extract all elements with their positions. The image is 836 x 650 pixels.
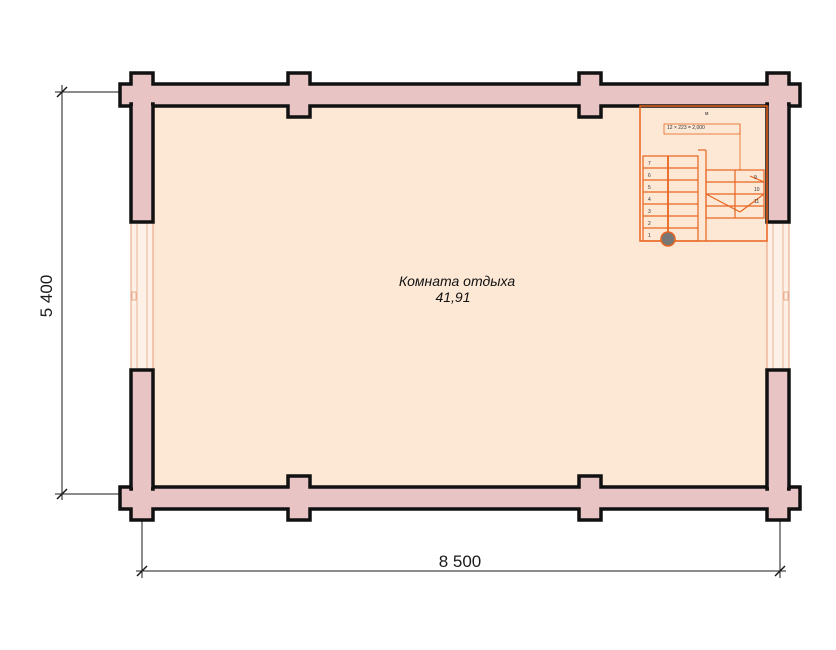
wall-right-upper — [765, 102, 791, 224]
step-number: 1 — [648, 233, 651, 239]
wall-top — [118, 71, 802, 119]
room-area: 41,91 — [435, 289, 470, 305]
wall-left-upper — [129, 102, 155, 224]
stair-flight-right — [705, 169, 765, 219]
stair-newel-post — [660, 231, 676, 247]
stair-step-numbers-left: 7 6 5 4 3 2 1 — [648, 161, 651, 239]
dimension-height — [55, 85, 140, 500]
wall-bottom — [118, 474, 802, 522]
wall-left-lower — [129, 368, 155, 491]
window-right — [766, 221, 790, 371]
step-number: 7 — [648, 161, 651, 167]
step-number: 9 — [754, 175, 757, 181]
room-name: Комната отдыха — [399, 273, 515, 289]
height-dimension-label: 5 400 — [37, 275, 56, 318]
step-number: 4 — [648, 197, 651, 203]
stair-top-mark: м — [705, 111, 709, 117]
wall-right-lower — [765, 368, 791, 491]
step-number: 6 — [648, 173, 651, 179]
step-number: 11 — [754, 199, 759, 205]
stair-step-numbers-right: 9 10 11 — [754, 175, 760, 205]
step-number: 10 — [754, 187, 760, 193]
room-floor — [153, 106, 767, 487]
step-number: 3 — [648, 209, 651, 215]
stair-label: 12 × 223 = 2,000 — [667, 125, 705, 131]
walls — [118, 71, 802, 522]
width-dimension-label: 8 500 — [439, 552, 482, 571]
step-number: 2 — [648, 221, 651, 227]
staircase — [639, 105, 768, 242]
stair-opening — [639, 105, 768, 242]
window-left — [130, 221, 154, 371]
dimension-width — [136, 520, 786, 578]
step-number: 5 — [648, 185, 651, 191]
